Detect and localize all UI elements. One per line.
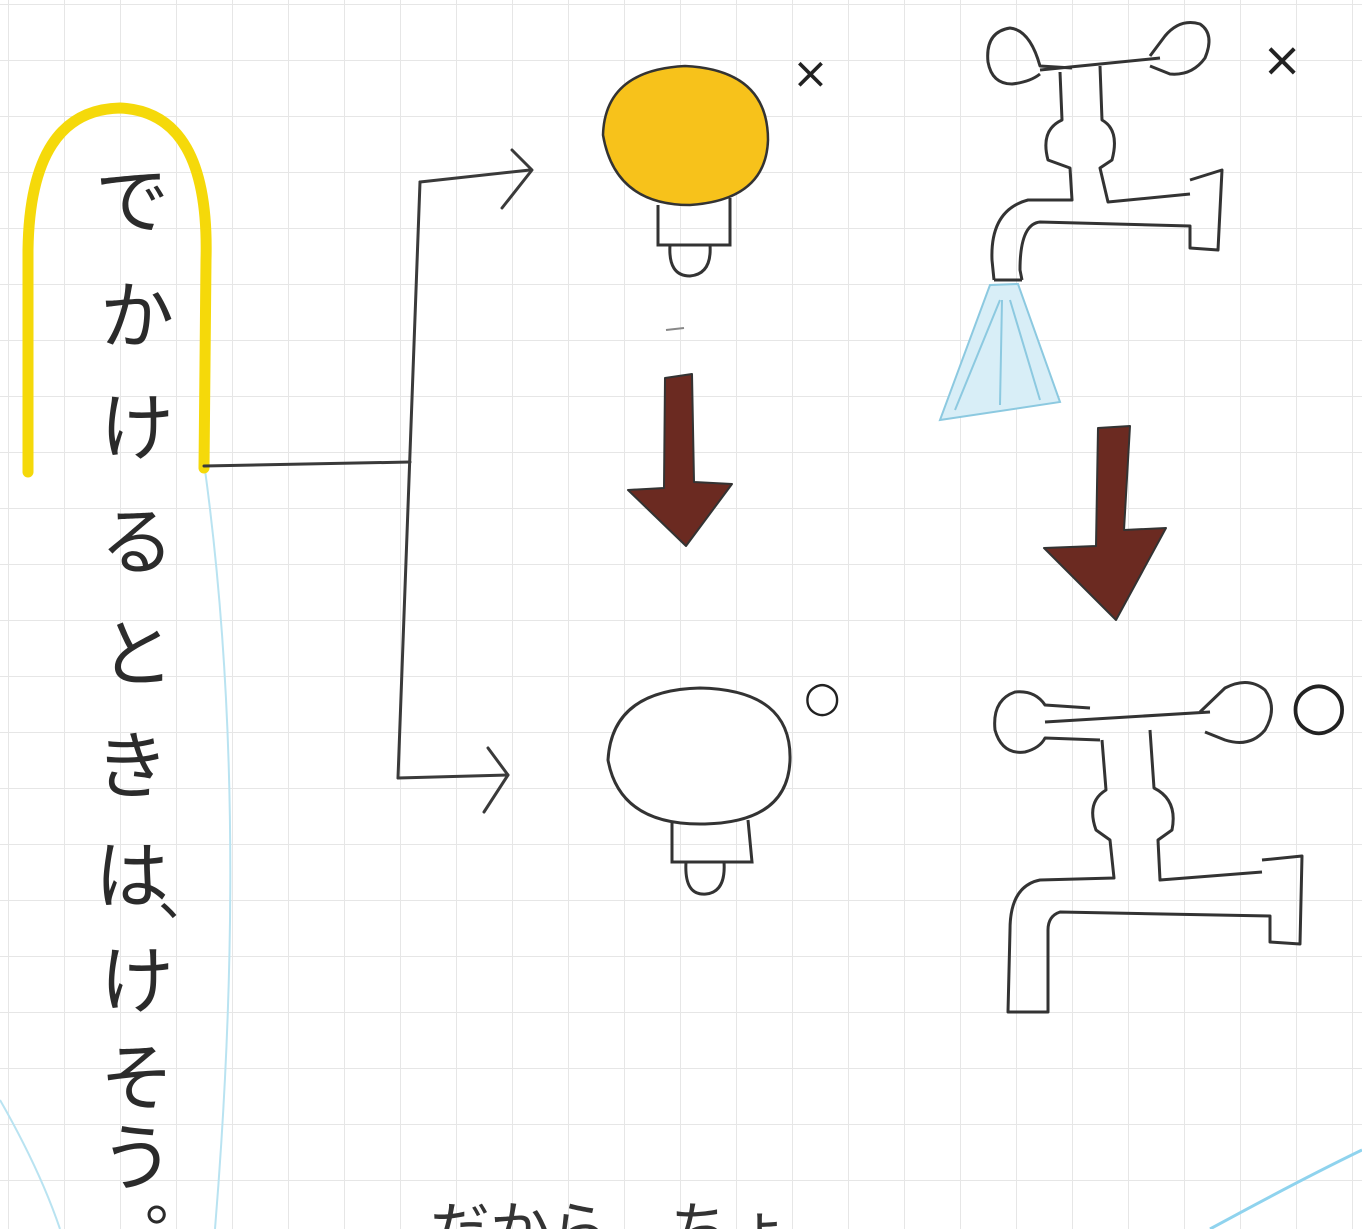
connector-bottom-branch [396, 773, 510, 780]
blue-left-curve [0, 1099, 61, 1229]
water-stream-icon [938, 282, 1062, 422]
bottom-partial-text: だから、ちょ [430, 1201, 790, 1229]
caption-char: で [95, 159, 169, 245]
caption-char: き [95, 724, 169, 810]
down-arrow-icon [1043, 425, 1167, 621]
blue-edge-curve [1209, 1148, 1362, 1229]
cross-mark: × [1262, 32, 1303, 88]
caption-char: そ [100, 1036, 174, 1122]
circle-mark: ○ [1290, 666, 1348, 743]
caption-char: 、 [158, 865, 212, 928]
caption-char: る [100, 500, 174, 586]
connector-top-branch [418, 168, 532, 184]
faucet-running-icon [986, 21, 1224, 282]
caption-char: 。 [145, 1165, 205, 1229]
blue-margin-curve [204, 469, 232, 1229]
faucet-closed-icon [993, 681, 1304, 1014]
caption-char: と [100, 612, 174, 698]
light-bulb-on-icon [601, 64, 770, 278]
caption-char: は [95, 834, 169, 920]
circle-mark: ○ [804, 672, 841, 721]
stray-mark [665, 327, 685, 331]
cross-mark: × [792, 48, 829, 99]
yellow-highlight-loop [22, 102, 212, 478]
light-bulb-off-icon [606, 686, 792, 896]
connector-top-arrowhead [500, 148, 534, 210]
caption-char: け [100, 939, 174, 1025]
caption-char: う [100, 1116, 174, 1202]
connector-bottom-arrowhead [482, 746, 510, 814]
branch-connector [202, 148, 534, 814]
caption-char: け [100, 386, 174, 472]
connector-stem [202, 460, 412, 468]
caption-char: か [100, 274, 174, 360]
down-arrow-icon [627, 373, 733, 547]
connector-vertical [396, 180, 422, 780]
